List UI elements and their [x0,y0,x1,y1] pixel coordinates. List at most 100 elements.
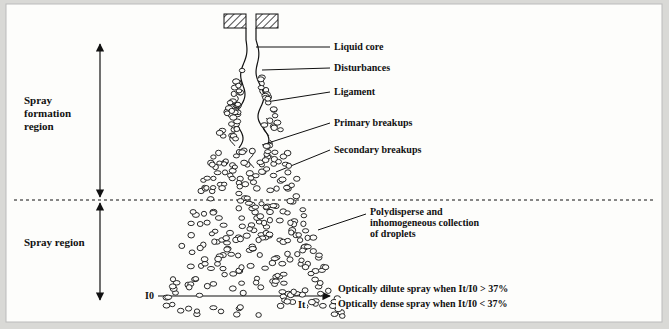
droplet [279,261,286,266]
droplet [170,277,175,282]
droplet [280,272,287,276]
droplet [227,101,233,105]
droplet [275,273,280,277]
droplet [220,266,226,270]
droplet [285,251,291,256]
droplet [247,227,253,231]
droplet [250,246,256,251]
droplet [170,302,175,306]
region-label: Spray formation region [22,94,98,133]
droplet [235,102,241,106]
droplet [196,293,202,297]
droplet [263,144,270,149]
droplet [271,107,277,112]
droplet [209,162,215,167]
droplet [263,167,269,172]
droplet [305,235,310,240]
droplet [228,252,235,256]
droplet [233,154,239,158]
droplet [274,120,281,125]
droplet [208,197,214,201]
droplet [240,290,246,295]
droplet [163,303,170,308]
droplet [210,306,217,310]
droplet [302,265,309,270]
droplet [289,230,294,235]
droplet [202,186,208,191]
droplet [296,233,302,237]
droplet [230,115,237,120]
region-label: Spray region [22,236,98,249]
droplet [210,282,217,287]
droplet [202,261,208,266]
part-label: Ligament [332,86,377,97]
droplet [165,295,172,299]
droplet [261,123,268,128]
part-label: Polydisperse and inhomogeneous collectio… [368,206,490,239]
droplet [239,150,246,155]
droplet [230,272,237,277]
droplet [229,176,235,180]
droplet [301,214,307,218]
condition-note: Optically dilute spray when It/I0 > 37% [336,283,510,294]
droplet [237,199,243,204]
droplet [218,309,224,314]
droplet [257,253,262,258]
droplet [197,245,203,250]
droplet [204,176,211,180]
droplet [214,171,221,175]
droplet [179,243,185,248]
droplet [236,206,242,211]
droplet [223,236,230,241]
droplet [190,210,196,215]
droplet [188,232,195,238]
droplet [291,289,296,294]
droplet [272,279,279,283]
droplet [215,256,222,262]
droplet [219,186,226,191]
droplet [288,220,293,225]
droplet [317,280,323,285]
droplet [239,216,245,220]
droplet [216,150,222,155]
droplet [253,280,259,285]
droplet [331,312,338,317]
droplet [185,306,191,311]
droplet [267,188,274,193]
droplet [207,266,214,270]
droplet [237,305,243,310]
droplet [308,271,314,275]
droplet [299,258,304,262]
droplet [281,281,288,285]
intensity-symbol: I0 [143,290,156,301]
droplet [265,150,271,154]
droplet [239,224,245,229]
droplet [269,260,276,265]
droplet [270,204,277,208]
droplet [271,125,277,130]
droplet [267,118,273,124]
droplet [215,216,222,221]
droplet [300,208,306,212]
droplet [280,154,286,159]
droplet [193,277,199,281]
droplet [279,290,286,294]
droplet [256,237,261,242]
droplet [237,236,243,242]
droplet [266,232,273,237]
droplet [248,176,254,181]
droplet [229,286,236,291]
droplet [294,176,300,181]
droplet [325,288,331,293]
droplet [279,177,286,182]
droplet [204,220,210,225]
droplet [201,257,208,262]
droplet [270,173,276,177]
droplet [253,186,260,192]
droplet [243,233,250,238]
droplet [222,272,228,276]
droplet [293,194,300,199]
droplet [276,218,283,223]
droplet [304,245,311,249]
droplet [235,253,240,258]
